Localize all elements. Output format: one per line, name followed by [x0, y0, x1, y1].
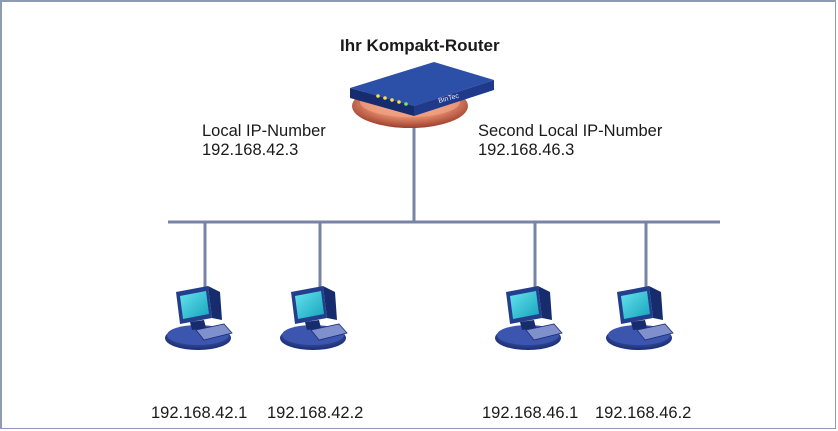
computer-icon	[494, 285, 563, 351]
computer-icon	[279, 285, 348, 351]
local-ip-value: 192.168.42.3	[202, 141, 299, 159]
host-ip-label: 192.168.46.1	[482, 404, 579, 422]
second-ip-label: Second Local IP-Number	[478, 122, 663, 140]
computer-icon	[605, 285, 674, 351]
second-ip-block: Second Local IP-Number 192.168.46.3	[478, 122, 662, 160]
host-ip-label: 192.168.42.2	[267, 404, 364, 422]
second-ip-value: 192.168.46.3	[478, 141, 575, 159]
router-icon: BinTec	[350, 62, 494, 128]
computer-icon	[164, 285, 233, 351]
host-ip-label: 192.168.46.2	[595, 404, 692, 422]
router-title: Ihr Kompakt-Router	[340, 36, 500, 55]
local-ip-label: Local IP-Number	[202, 122, 326, 140]
local-ip-block: Local IP-Number 192.168.42.3	[202, 122, 326, 160]
host-ip-label: 192.168.42.1	[151, 404, 248, 422]
